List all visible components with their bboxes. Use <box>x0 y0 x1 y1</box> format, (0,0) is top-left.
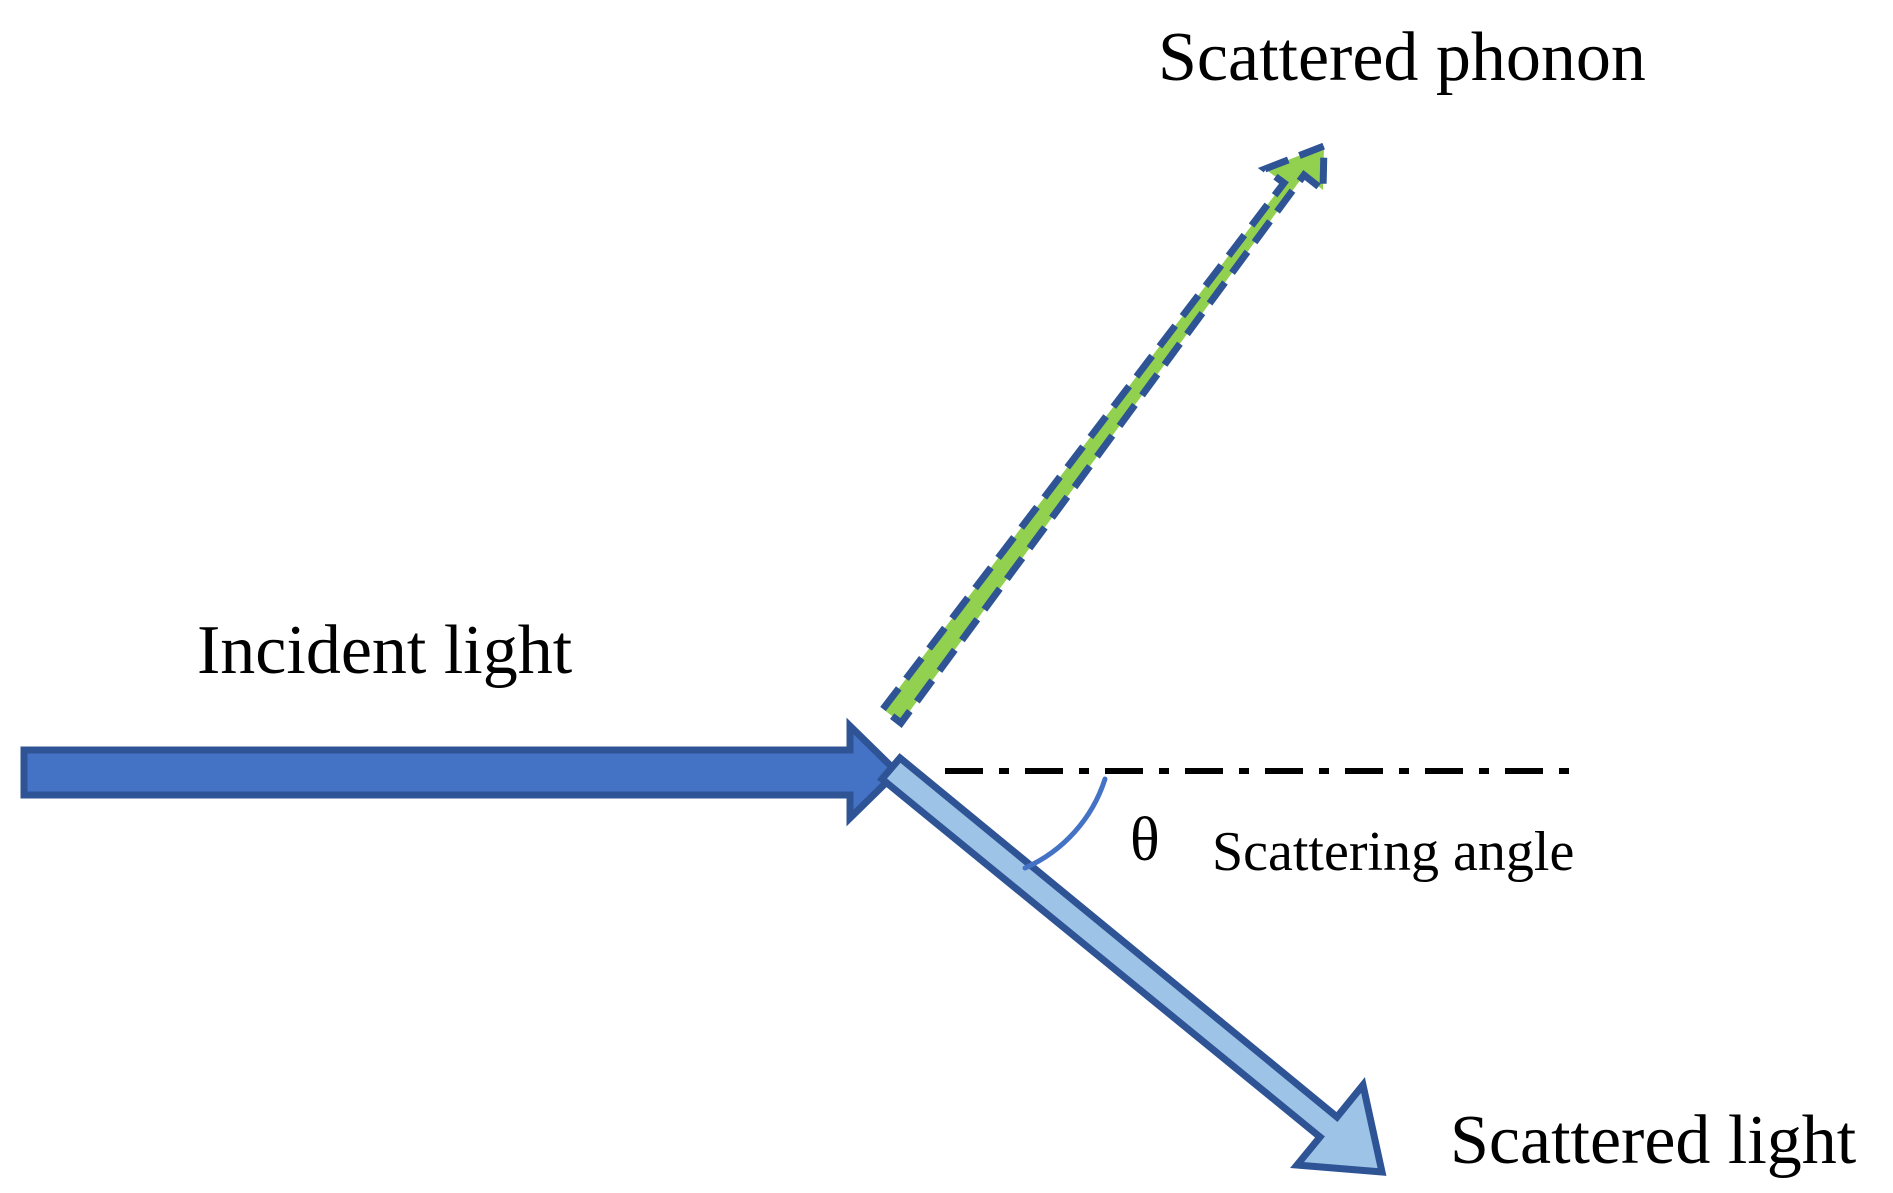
scattered-phonon-arrow <box>878 140 1328 728</box>
theta-symbol: θ <box>1130 806 1160 874</box>
incident-light-label: Incident light <box>197 612 573 689</box>
scattered-light-arrow <box>877 753 1387 1176</box>
scattered-phonon-label: Scattered phonon <box>1158 19 1646 96</box>
incident-light-arrow <box>20 717 903 827</box>
angle-arc <box>1022 776 1108 871</box>
scattering-angle-label: Scattering angle <box>1212 821 1574 883</box>
scattered-light-label: Scattered light <box>1450 1102 1857 1179</box>
